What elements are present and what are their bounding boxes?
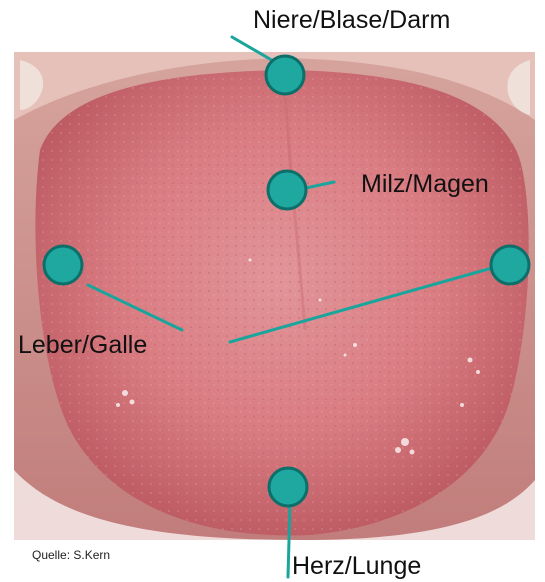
source-credit: Quelle: S.Kern — [32, 549, 110, 561]
label-liver-gallbladder: Leber/Galle — [18, 333, 147, 358]
label-heart-lung: Herz/Lunge — [292, 554, 421, 579]
zone-marker-dot — [266, 56, 304, 94]
zone-marker-dot — [269, 468, 307, 506]
zone-marker-dot — [491, 246, 529, 284]
label-spleen-stomach: Milz/Magen — [361, 172, 489, 197]
line-herz — [288, 503, 290, 577]
label-kidney-bladder-bowel: Niere/Blase/Darm — [253, 8, 450, 33]
zone-marker-dot — [44, 246, 82, 284]
zone-marker-dot — [268, 171, 306, 209]
